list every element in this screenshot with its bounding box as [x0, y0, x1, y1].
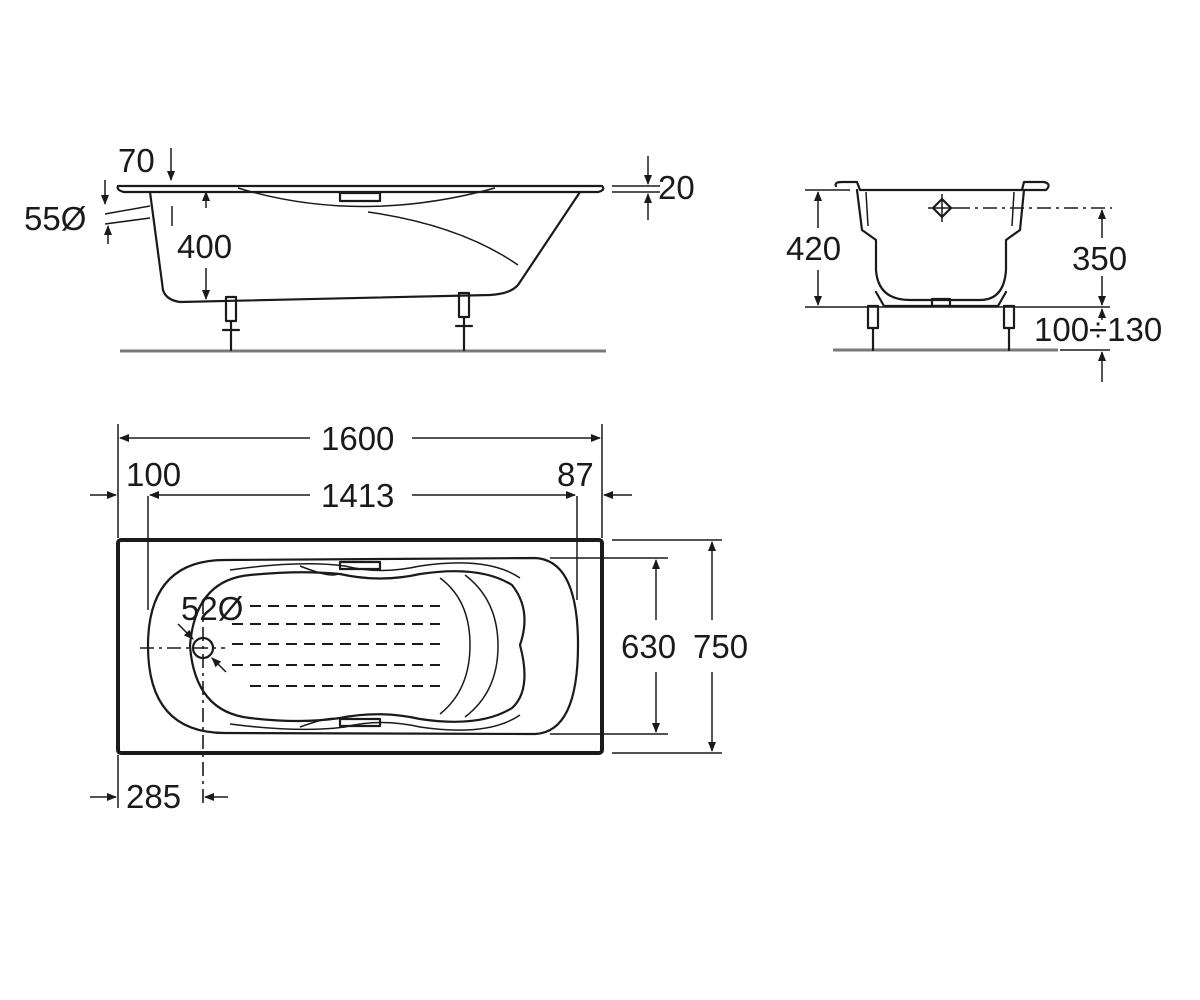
plan-dim-285-label: 285: [126, 778, 181, 815]
end-view-leg-left: [866, 304, 880, 352]
plan-dim-750-label: 750: [693, 628, 748, 665]
end-dim-350-label: 350: [1072, 240, 1127, 277]
plan-anti-slip-pattern: [232, 605, 440, 687]
plan-handle-bottom: [338, 717, 382, 728]
plan-dim-52-label: 52Ø: [181, 590, 243, 627]
side-view-curve-line: [237, 187, 496, 208]
side-view-leg-left: [221, 295, 241, 352]
end-view-tub-body: [855, 188, 1026, 302]
plan-handle-top: [338, 560, 382, 571]
end-view-overflow-icon: [928, 194, 956, 222]
end-view-leg-right: [1002, 304, 1016, 352]
plan-inner-basin: [146, 556, 580, 736]
side-view-rim: [116, 184, 605, 194]
side-view-handle: [338, 191, 382, 203]
plan-dim-100-label: 100: [126, 456, 181, 493]
side-dim-20-label: 20: [658, 169, 695, 206]
side-view: 70 20 55Ø 400: [24, 142, 695, 353]
side-dim-55-label: 55Ø: [24, 200, 86, 237]
side-view-tub-body: [148, 190, 582, 304]
plan-dim-1413-label: 1413: [321, 477, 394, 514]
end-view: 420 350 100÷130: [786, 180, 1162, 382]
plan-dim-1600-label: 1600: [321, 420, 394, 457]
plan-dim-87-label: 87: [557, 456, 594, 493]
end-dim-100-130-label: 100÷130: [1034, 311, 1162, 348]
plan-inner-contour: [188, 570, 526, 723]
end-dim-420-label: 420: [786, 230, 841, 267]
plan-view: 52Ø 1600 1413 100 87 630 750: [90, 420, 748, 815]
side-view-leg-right: [454, 291, 474, 352]
end-view-rim: [834, 180, 1050, 192]
side-dim-70-label: 70: [118, 142, 155, 179]
plan-outer-rim: [116, 538, 604, 755]
plan-dim-630-label: 630: [621, 628, 676, 665]
side-view-backrest-line: [367, 211, 519, 266]
side-dim-400-label: 400: [177, 228, 232, 265]
